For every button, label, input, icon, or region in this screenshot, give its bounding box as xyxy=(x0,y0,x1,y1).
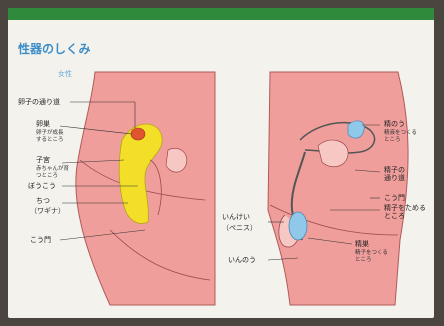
label-sperm-duct: 精子の 通り道 xyxy=(384,166,405,182)
female-subtitle: 女性 xyxy=(58,69,72,79)
label-penis: いんけい xyxy=(222,213,250,221)
ovary-shape xyxy=(131,128,145,140)
label-penis-ruby: （ペニス） xyxy=(222,223,257,233)
label-scrotum: いんのう xyxy=(228,256,256,264)
label-sperm-store: 精子をためる ところ xyxy=(384,204,426,220)
male-body xyxy=(268,72,408,305)
label-oviduct: 卵子の通り道 xyxy=(18,98,60,106)
label-vagina: ちつ xyxy=(36,197,50,205)
label-testis-note: 精子をつくる ところ xyxy=(355,250,388,263)
diagram-title: 性器のしくみ xyxy=(18,40,90,57)
label-ovary-note: 卵子が成長 するところ xyxy=(36,130,64,143)
label-anus-female: こう門 xyxy=(30,236,51,244)
label-seminal-vesicle: 精のう xyxy=(384,120,405,128)
label-uterus: 子宮 xyxy=(36,156,50,164)
male-bladder-shape xyxy=(318,140,348,167)
label-bladder: ぼうこう xyxy=(28,182,56,190)
testis-shape xyxy=(289,212,307,240)
label-anus-male: こう門 xyxy=(384,194,405,202)
bladder-shape xyxy=(166,148,187,172)
label-vagina-ruby: （ワギナ） xyxy=(30,206,65,216)
label-seminal-vesicle-note: 精液をつくる ところ xyxy=(384,130,417,143)
label-uterus-note: 赤ちゃんが育 つところ xyxy=(36,166,69,179)
label-ovary: 卵巣 xyxy=(36,120,50,128)
label-testis: 精巣 xyxy=(355,240,369,248)
seminal-vesicle-shape xyxy=(348,121,364,138)
